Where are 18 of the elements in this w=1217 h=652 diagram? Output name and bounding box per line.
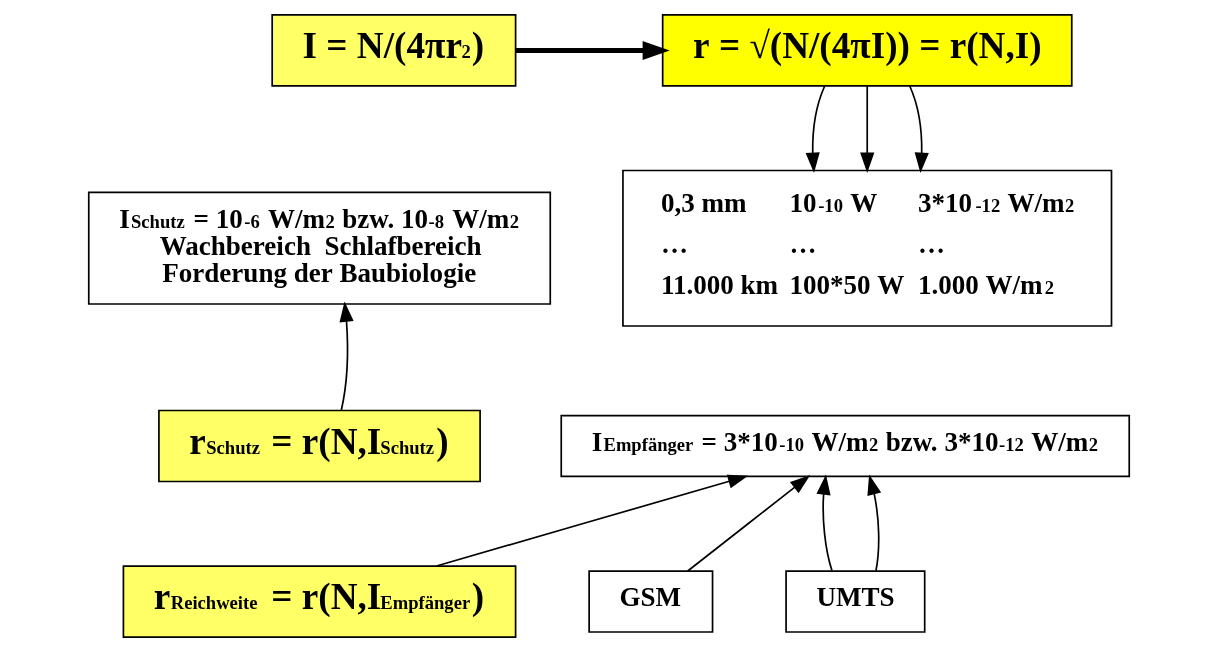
node-box: r = √(N/(4πI)) = r(N,I) — [661, 14, 1073, 87]
arrow — [515, 40, 670, 60]
node-box: rSchutz = r(N,ISchutz) — [157, 409, 481, 483]
node-box: I = N/(4πr2) — [270, 14, 516, 87]
node-box: IEmpfänger = 3*10-10 W/m2 bzw. 3*10-12 W/m2 — [559, 414, 1130, 478]
arrow — [908, 85, 929, 173]
node-box: UMTS — [784, 570, 926, 633]
arrow — [686, 475, 810, 572]
node-box: 0,3 mm 10-10 W 3*10-12 W/m2 … … … 11.000 km 100*50 W 1.000 W/m2 — [621, 169, 1112, 327]
node-box: ISchutz = 10-6 W/m2 bzw. 10-8 W/m2 Wachbereich Schlafbereich Forderung der Baubiologie — [87, 191, 551, 305]
arrow — [859, 85, 874, 173]
arrow — [339, 301, 354, 411]
arrow — [435, 474, 748, 567]
node-box: GSM — [587, 570, 713, 633]
arrow — [866, 474, 881, 572]
node-box: rReichweite = r(N,IEmpfänger) — [122, 565, 516, 638]
arrow — [805, 85, 826, 173]
arrow — [815, 474, 833, 572]
